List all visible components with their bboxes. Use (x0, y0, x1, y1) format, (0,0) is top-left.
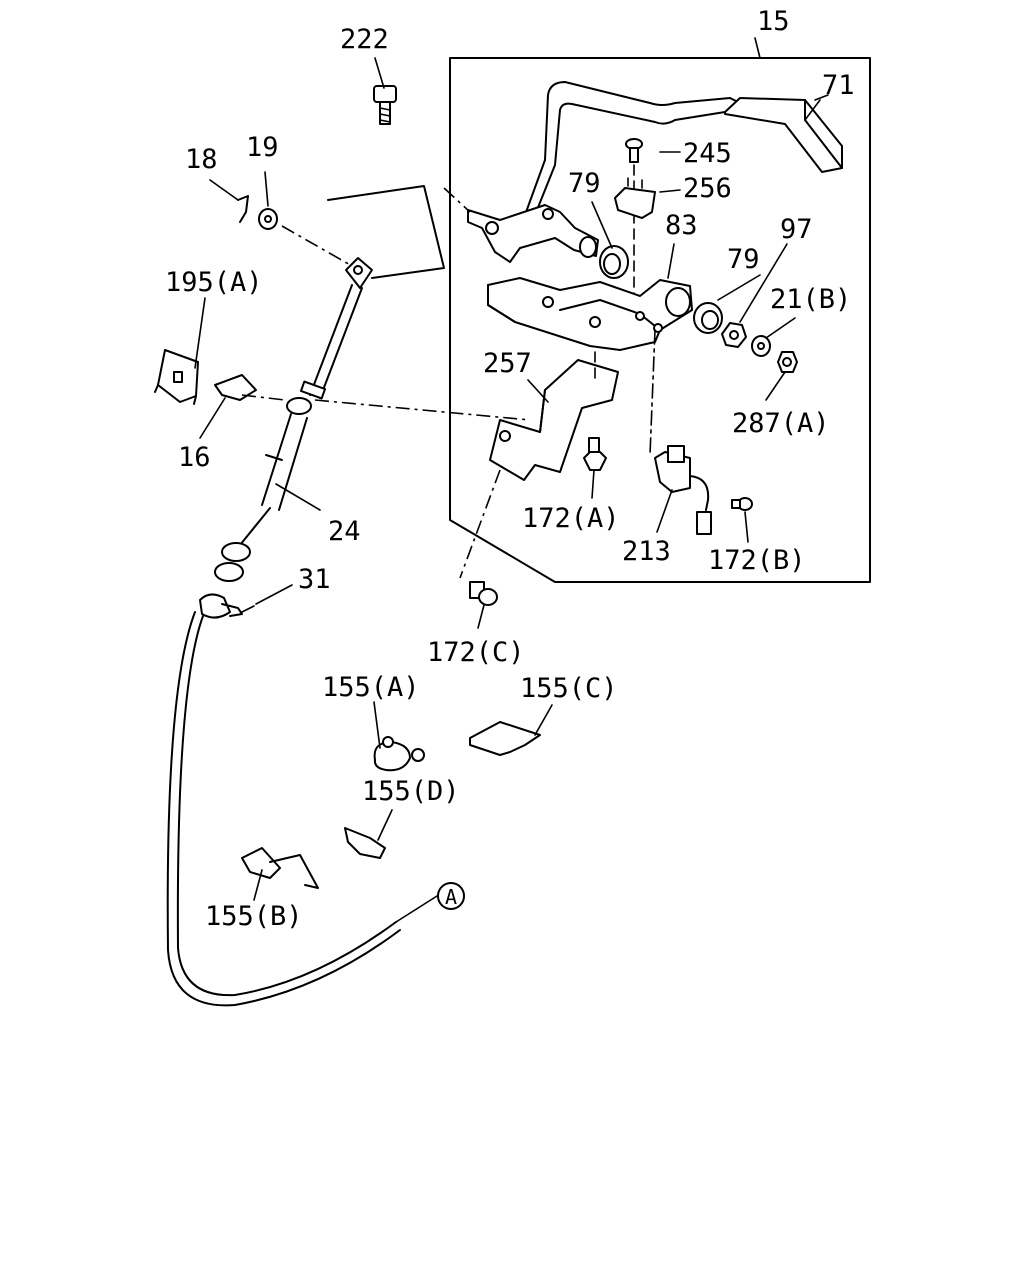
callout-172a: 172(A) (522, 503, 620, 534)
bolt-172b (731, 497, 753, 511)
callout-155b: 155(B) (205, 901, 303, 932)
pivot-shaft (467, 204, 599, 263)
cotter-pin-18 (237, 195, 249, 223)
leader-cable-to-bracket (314, 399, 531, 421)
bracket-195a (154, 349, 199, 405)
leader-washer-to-cable (281, 225, 353, 267)
callout-15: 15 (757, 6, 790, 37)
leader-bolt-172c (459, 469, 501, 579)
callout-31: 31 (298, 564, 331, 595)
switch-213 (649, 329, 712, 535)
leader-lines (194, 57, 829, 923)
callout-257: 257 (483, 348, 532, 379)
callout-83: 83 (665, 210, 698, 241)
reference-a-marker: A (437, 882, 465, 910)
nut-97 (721, 322, 747, 348)
callout-155c: 155(C) (520, 673, 618, 704)
callout-97: 97 (780, 214, 813, 245)
callout-287a: 287(A) (732, 408, 830, 439)
clip-31 (221, 603, 255, 617)
leader-plane-to-shaft (443, 187, 471, 213)
bracket-257 (489, 351, 619, 481)
clip-256 (614, 177, 656, 219)
bolt-222 (373, 85, 397, 125)
cable-24 (166, 257, 401, 1007)
callout-18: 18 (185, 144, 218, 175)
leader-clip-to-cable (241, 394, 286, 401)
callout-222: 222 (340, 24, 389, 55)
bushing-79-lower (693, 302, 723, 334)
callout-245: 245 (683, 138, 732, 169)
assembly-frame (449, 37, 871, 583)
bracket-83 (487, 277, 693, 351)
lever-71 (524, 81, 843, 216)
callout-labels: 15 71 222 245 256 79 83 97 79 18 19 21(B… (165, 6, 855, 932)
clip-155d (344, 827, 386, 859)
washer-21b (751, 335, 771, 357)
clip-155a (373, 736, 425, 772)
callout-172b: 172(B) (708, 545, 806, 576)
callout-24: 24 (328, 516, 361, 547)
washer-19 (258, 208, 278, 230)
callout-79-lower: 79 (727, 244, 760, 275)
bolt-172a (583, 437, 607, 471)
callout-195a: 195(A) (165, 267, 263, 298)
callout-213: 213 (622, 536, 671, 567)
callout-16: 16 (178, 442, 211, 473)
clip-155c (469, 721, 541, 756)
callout-172c: 172(C) (427, 637, 525, 668)
bushing-79-upper (599, 245, 629, 279)
callout-19: 19 (246, 132, 279, 163)
callout-256: 256 (683, 173, 732, 204)
connection-plane (327, 185, 445, 279)
clip-155b (241, 847, 319, 889)
callout-71: 71 (822, 70, 855, 101)
callout-79-upper: 79 (568, 168, 601, 199)
bolt-172c (469, 581, 498, 606)
callout-155d: 155(D) (362, 776, 460, 807)
reference-a-label: A (445, 885, 457, 909)
nut-287a (777, 351, 798, 373)
callout-155a: 155(A) (322, 672, 420, 703)
callout-21b: 21(B) (770, 284, 851, 315)
